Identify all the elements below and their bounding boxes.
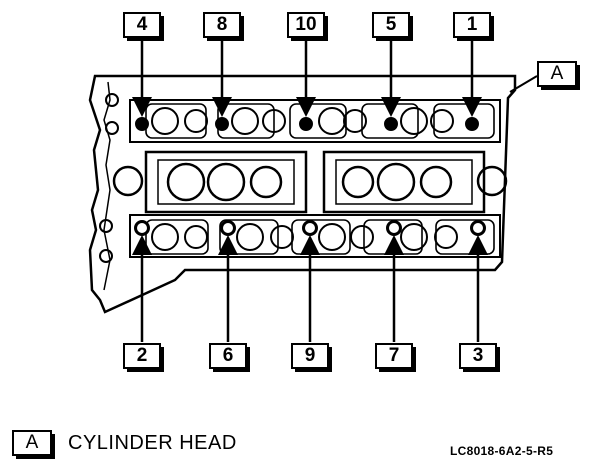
bolt-6	[220, 220, 236, 236]
bolt-3	[470, 220, 486, 236]
bolt-label-3: 3	[459, 343, 500, 372]
bolt-label-10: 10	[287, 12, 328, 41]
bolt-10	[299, 117, 313, 131]
top-bolt-row	[105, 93, 501, 143]
bolt-7	[386, 220, 402, 236]
callout-a-leader	[509, 75, 538, 93]
legend-key-box: A	[12, 430, 55, 459]
top-bolts	[135, 117, 479, 131]
callout-a-box: A	[537, 61, 580, 90]
bolt-label-4: 4	[123, 12, 164, 41]
bolt-label-9: 9	[291, 343, 332, 372]
bolt-label-8: 8	[203, 12, 244, 41]
bolt-9	[302, 220, 318, 236]
bolt-label-5: 5	[372, 12, 413, 41]
reference-code: LC8018-6A2-5-R5	[450, 444, 554, 458]
bolt-5	[384, 117, 398, 131]
bolt-label-6: 6	[209, 343, 250, 372]
bolt-2	[134, 220, 150, 236]
bolt-1	[465, 117, 479, 131]
bolt-4	[135, 117, 149, 131]
bottom-bolts	[134, 220, 486, 236]
bottom-leader-arrows	[132, 235, 488, 342]
head-outline	[88, 74, 517, 314]
bolt-label-2: 2	[123, 343, 164, 372]
bolt-label-1: 1	[453, 12, 494, 41]
top-leader-arrows	[132, 38, 482, 117]
bolt-label-7: 7	[375, 343, 416, 372]
legend-text: CYLINDER HEAD	[68, 432, 237, 454]
combustion-chambers	[112, 150, 508, 214]
bolt-8	[215, 117, 229, 131]
